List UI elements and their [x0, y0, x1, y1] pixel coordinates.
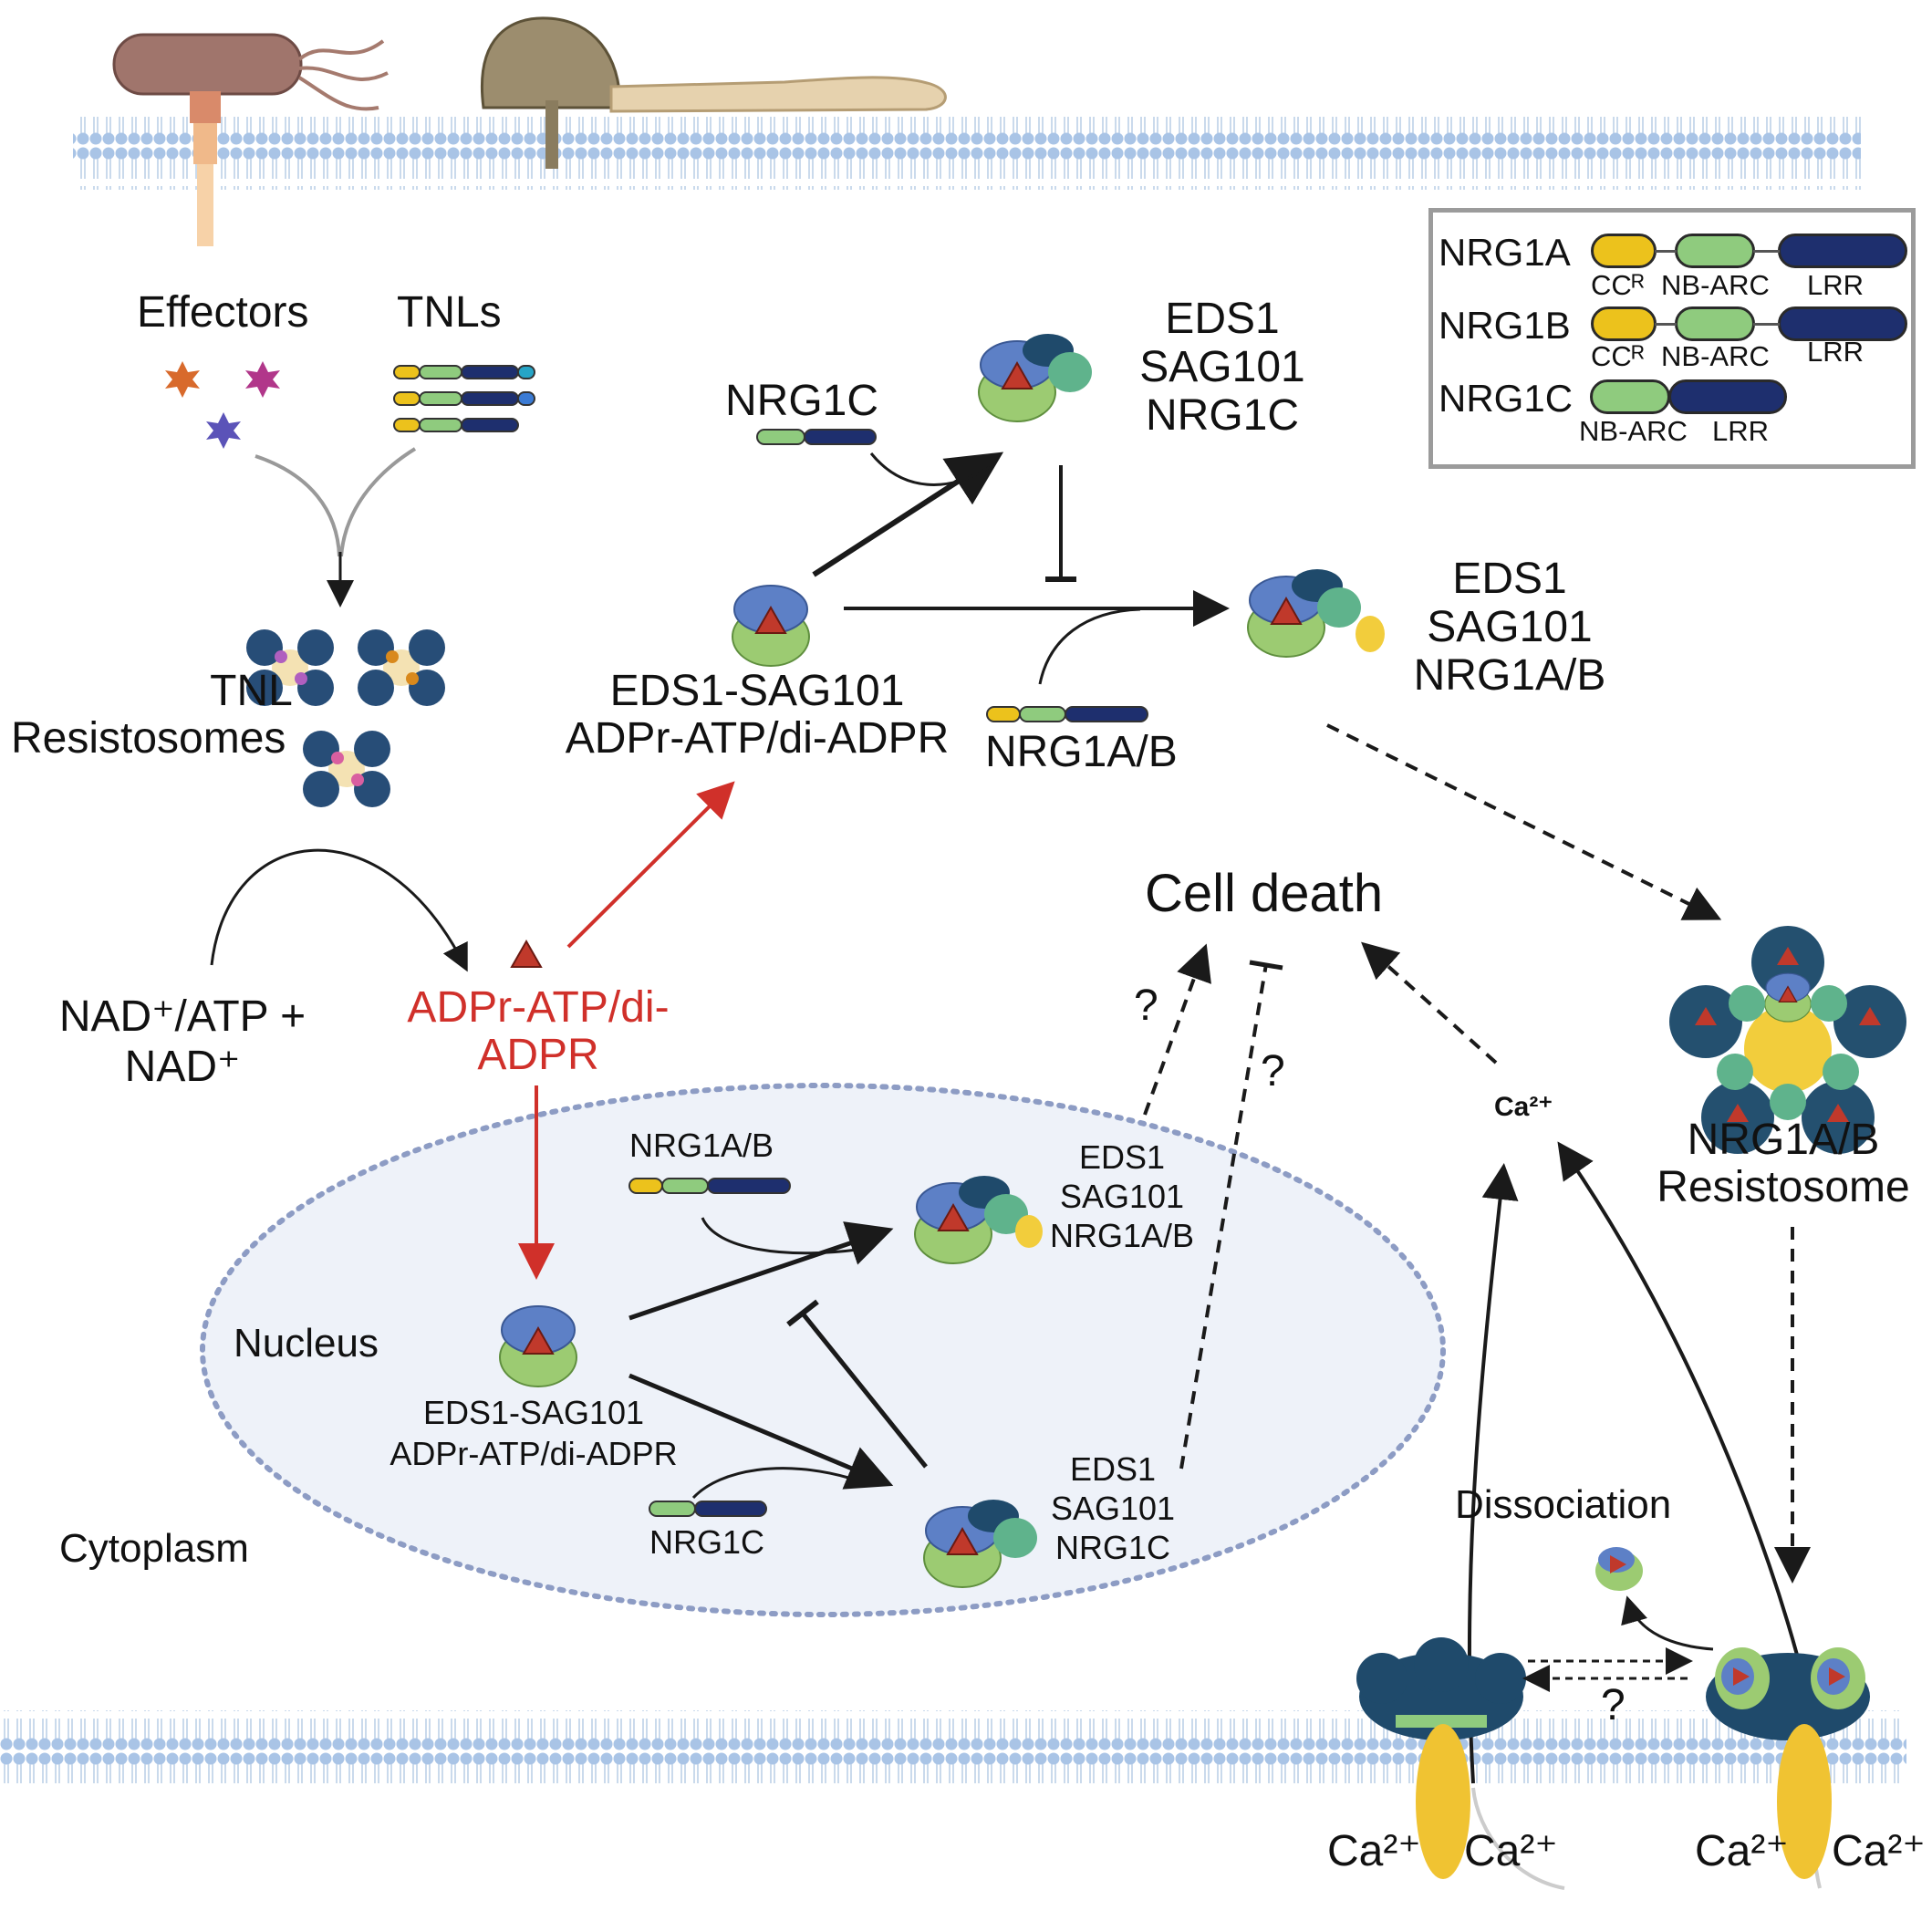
label-question-2: ? — [1261, 1047, 1285, 1096]
label-tnl: TNL — [210, 667, 293, 715]
legend-name-nrg1c: NRG1C — [1439, 377, 1574, 420]
legend-name-nrg1a: NRG1A — [1439, 231, 1571, 274]
legend-lrr-domain-nrg1c — [1668, 379, 1787, 414]
nuc-nrg1c-protein-icon — [649, 1501, 767, 1517]
label-nuc-nrg1ab: NRG1A/B — [629, 1127, 774, 1164]
label-nuc-complex-c-sag101: SAG101 — [1050, 1490, 1176, 1527]
legend-name-nrg1b: NRG1B — [1439, 304, 1571, 347]
label-nuc-complex-ab-nrg1ab: NRG1A/B — [1049, 1217, 1195, 1254]
nrg1ab-resistosome-icon — [1669, 926, 1906, 1154]
effector-stars-icon — [165, 361, 280, 449]
adpr-atp-triangle-icon — [510, 939, 543, 968]
label-adpr-atp: ADPr-ATP/di- — [407, 983, 670, 1032]
label-nuc-complex-ab-sag101: SAG101 — [1059, 1178, 1185, 1215]
label-dissociation: Dissociation — [1455, 1482, 1672, 1527]
legend-nbarc-label-nrg1c: NB-ARC — [1579, 415, 1688, 447]
label-nuc-complex-c-eds1: EDS1 — [1069, 1450, 1157, 1488]
label-resistosomes: Resistosomes — [11, 714, 286, 763]
legend-cc-label-nrg1b: CCᴿ — [1591, 340, 1645, 372]
label-nad: NAD⁺ — [124, 1043, 241, 1091]
label-nrg1c-top: NRG1C — [725, 377, 879, 425]
nucleus-membrane — [200, 1083, 1446, 1617]
legend-nbarc-domain-nrg1b — [1675, 306, 1755, 341]
fungus-icon — [481, 16, 947, 169]
legend-nbarc-label-nrg1b: NB-ARC — [1661, 340, 1770, 372]
label-ca-bottom-1: Ca²⁺ — [1327, 1827, 1421, 1875]
label-nuc-adpr-atp: ADPr-ATP/di-ADPR — [390, 1435, 678, 1472]
label-resistosome: Resistosome — [1657, 1163, 1910, 1211]
legend-cc-domain-nrg1a — [1591, 234, 1657, 268]
legend-lrr-label-nrg1a: LRR — [1807, 269, 1864, 301]
nuc-nrg1ab-protein-icon — [628, 1178, 791, 1194]
plasma-membrane-bottom — [0, 1710, 1906, 1783]
label-adpr-atp-cyto: ADPr-ATP/di-ADPR — [565, 714, 950, 763]
eds1-sag101-complex-cyto-icon — [732, 585, 810, 667]
label-complex-ab-sag101: SAG101 — [1427, 603, 1593, 651]
eds1-sag101-nrg1c-complex-icon — [979, 334, 1092, 421]
label-cytoplasm: Cytoplasm — [59, 1526, 249, 1571]
legend-nbarc-label-nrg1a: NB-ARC — [1661, 269, 1770, 301]
label-nuc-complex-ab-eds1: EDS1 — [1078, 1138, 1166, 1176]
label-complex-ab-eds1: EDS1 — [1452, 555, 1567, 603]
label-nrg1ab-mid: NRG1A/B — [985, 728, 1178, 776]
label-nad-atp: NAD⁺/ATP + — [58, 992, 306, 1041]
legend-nbarc-domain-nrg1c — [1590, 379, 1670, 414]
label-question-1: ? — [1134, 981, 1158, 1030]
tnl-proteins-icon — [393, 365, 535, 432]
label-complex-ab-nrg1ab: NRG1A/B — [1413, 651, 1606, 700]
label-complex-c-nrg1c: NRG1C — [1145, 391, 1300, 440]
bacterium-icon — [112, 33, 389, 246]
label-eds1-sag101-cyto: EDS1-SAG101 — [609, 667, 905, 715]
legend-cc-label-nrg1a: CCᴿ — [1591, 269, 1645, 301]
domain-legend: NRG1A CCᴿ NB-ARC LRR NRG1B CCᴿ NB-ARC LR… — [1428, 208, 1916, 469]
dissociated-complex-icon — [1595, 1547, 1643, 1591]
label-nucleus: Nucleus — [234, 1321, 379, 1366]
legend-lrr-domain-nrg1b — [1778, 306, 1907, 341]
nrg1c-protein-icon — [756, 429, 877, 445]
label-complex-c-eds1: EDS1 — [1165, 295, 1280, 343]
label-nuc-complex-c-nrg1c: NRG1C — [1054, 1529, 1171, 1566]
label-question-3: ? — [1601, 1681, 1626, 1729]
legend-lrr-label-nrg1c: LRR — [1712, 415, 1770, 447]
label-complex-c-sag101: SAG101 — [1139, 343, 1305, 391]
nuc-eds1-sag101-nrg1ab-complex-icon — [915, 1176, 1043, 1263]
label-effectors: Effectors — [137, 288, 309, 337]
eds1-sag101-nrg1ab-complex-icon — [1248, 569, 1385, 657]
plasma-membrane-top — [73, 117, 1861, 190]
membrane-channel-closed-icon — [1356, 1637, 1526, 1879]
legend-nbarc-domain-nrg1a — [1675, 234, 1755, 268]
label-ca-mid: Ca²⁺ — [1494, 1092, 1553, 1122]
legend-lrr-domain-nrg1a — [1778, 234, 1907, 268]
legend-cc-domain-nrg1b — [1591, 306, 1657, 341]
legend-lrr-label-nrg1b: LRR — [1807, 336, 1864, 368]
label-ca-bottom-2: Ca²⁺ — [1464, 1827, 1558, 1875]
label-cell-death: Cell death — [1145, 864, 1384, 923]
tnl-resistosome-icon — [246, 629, 445, 807]
label-resistosome-nrg1ab: NRG1A/B — [1687, 1116, 1880, 1164]
membrane-channel-open-icon — [1706, 1647, 1870, 1879]
label-nuc-nrg1c: NRG1C — [649, 1523, 765, 1561]
label-nuc-eds1-sag101: EDS1-SAG101 — [422, 1394, 645, 1431]
label-ca-bottom-4: Ca²⁺ — [1832, 1827, 1926, 1875]
eds1-sag101-complex-nuc-icon — [499, 1305, 577, 1387]
label-adpr: ADPR — [477, 1031, 599, 1079]
label-ca-bottom-3: Ca²⁺ — [1695, 1827, 1789, 1875]
label-tnls: TNLs — [397, 288, 502, 337]
nrg1ab-protein-icon — [986, 706, 1148, 722]
